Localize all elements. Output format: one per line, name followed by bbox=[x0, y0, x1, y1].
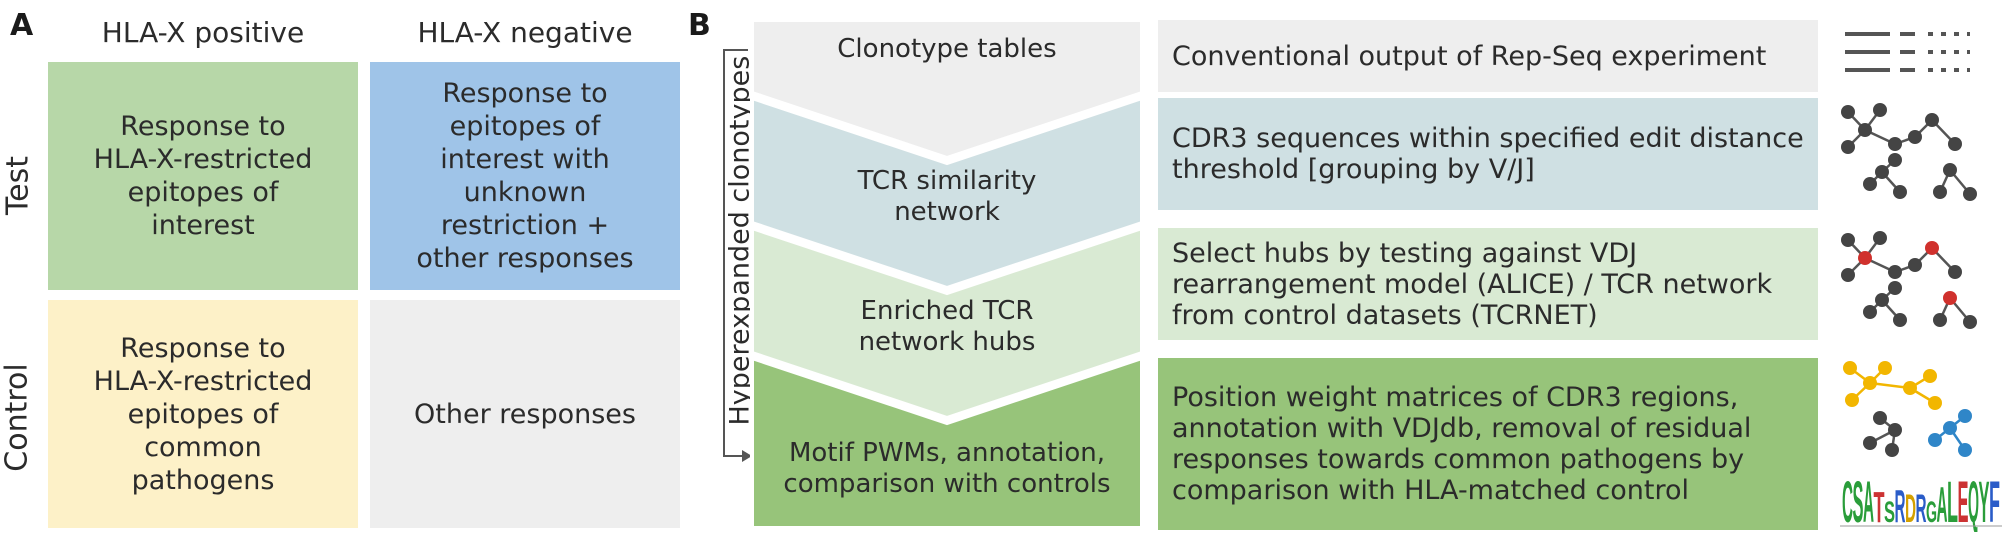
network-node bbox=[1841, 140, 1855, 154]
logo-letter: D bbox=[1905, 487, 1916, 531]
stage-chevron-motif bbox=[750, 355, 1144, 530]
network-node bbox=[1893, 313, 1907, 327]
network-node bbox=[1943, 421, 1957, 435]
network-node bbox=[1903, 381, 1917, 395]
network-node bbox=[1908, 130, 1922, 144]
logo-letter: Y bbox=[1979, 470, 1990, 532]
network-node bbox=[1925, 241, 1939, 255]
stage-label-motif: Motif PWMs, annotation, comparison with … bbox=[783, 438, 1111, 499]
network-node bbox=[1963, 187, 1977, 201]
network-node bbox=[1925, 113, 1939, 127]
network-node bbox=[1858, 123, 1872, 137]
logo-letter: R bbox=[1916, 487, 1927, 531]
logo-letter: G bbox=[1926, 496, 1937, 529]
network-node bbox=[1863, 376, 1877, 390]
stage-chevron-clonotype bbox=[750, 18, 1144, 161]
logo-letter: S bbox=[1853, 470, 1864, 532]
network-node bbox=[1888, 265, 1902, 279]
logo-letter: E bbox=[1958, 470, 1969, 532]
network-node bbox=[1858, 251, 1872, 265]
network-node bbox=[1878, 361, 1892, 375]
stage-label-clonotype: Clonotype tables bbox=[837, 34, 1057, 64]
logo-letter: L bbox=[1947, 470, 1958, 532]
cell-test-hla-positive: Response to HLA-X-restricted epitopes of… bbox=[48, 62, 358, 290]
logo-letter: F bbox=[1989, 470, 2000, 532]
network-node bbox=[1948, 265, 1962, 279]
stage-label-enriched: Enriched TCR network hubs bbox=[858, 296, 1036, 357]
logo-letter: R bbox=[1895, 480, 1906, 532]
network-node bbox=[1933, 313, 1947, 327]
network-node bbox=[1893, 185, 1907, 199]
network-node bbox=[1875, 165, 1889, 179]
side-bracket-arrow bbox=[723, 49, 752, 462]
row-header-test: Test bbox=[0, 155, 36, 216]
col-header-hla-negative: HLA-X negative bbox=[417, 16, 633, 49]
network-node bbox=[1885, 443, 1899, 457]
network-node bbox=[1963, 315, 1977, 329]
network-node bbox=[1958, 409, 1972, 423]
stage-chevron-enriched bbox=[750, 225, 1144, 421]
network-node bbox=[1928, 433, 1942, 447]
network-node bbox=[1908, 258, 1922, 272]
network-node bbox=[1863, 177, 1877, 191]
logo-letter: Q bbox=[1968, 470, 1979, 532]
network-node bbox=[1873, 231, 1887, 245]
network-node bbox=[1888, 281, 1902, 295]
logo-letter: C bbox=[1842, 470, 1853, 532]
table-lines-icon bbox=[1845, 32, 1970, 72]
cell-test-hla-negative: Response to epitopes of interest with un… bbox=[370, 62, 680, 290]
panel-a-letter: A bbox=[10, 8, 34, 43]
logo-letter: S bbox=[1884, 496, 1895, 529]
network-node bbox=[1841, 233, 1855, 247]
stage-desc-motif: Position weight matrices of CDR3 regions… bbox=[1158, 358, 1818, 530]
network-node bbox=[1958, 443, 1972, 457]
cell-control-hla-positive: Response to HLA-X-restricted epitopes of… bbox=[48, 300, 358, 528]
network-node bbox=[1888, 137, 1902, 151]
logo-letter: T bbox=[1874, 483, 1885, 532]
network-node bbox=[1863, 305, 1877, 319]
network-node bbox=[1843, 361, 1857, 375]
network-node bbox=[1873, 103, 1887, 117]
network-node bbox=[1928, 396, 1942, 410]
logo-letter: A bbox=[1937, 477, 1948, 532]
network-node bbox=[1933, 185, 1947, 199]
pipeline-chevrons bbox=[750, 18, 1144, 530]
stage-desc-similarity: CDR3 sequences within specified edit dis… bbox=[1158, 98, 1818, 210]
network-node bbox=[1923, 369, 1937, 383]
network-node bbox=[1841, 268, 1855, 282]
network-node bbox=[1873, 411, 1887, 425]
stage-chevron-similarity bbox=[750, 95, 1144, 291]
network-node bbox=[1875, 293, 1889, 307]
network-motif-icon bbox=[1843, 361, 1972, 457]
network-node bbox=[1845, 393, 1859, 407]
network-hubs-icon bbox=[1841, 231, 1977, 329]
network-node bbox=[1948, 137, 1962, 151]
panel-b-letter: B bbox=[688, 8, 711, 43]
network-node bbox=[1841, 105, 1855, 119]
row-header-control: Control bbox=[0, 363, 35, 472]
network-node bbox=[1888, 423, 1902, 437]
stage-label-similarity: TCR similarity network bbox=[857, 166, 1037, 227]
cell-control-hla-negative: Other responses bbox=[370, 300, 680, 528]
col-header-hla-positive: HLA-X positive bbox=[101, 16, 305, 49]
stage-desc-enriched: Select hubs by testing against VDJ rearr… bbox=[1158, 228, 1818, 340]
network-graph-icon bbox=[1841, 103, 1977, 201]
logo-letter: A bbox=[1863, 470, 1874, 532]
network-node bbox=[1943, 291, 1957, 305]
network-node bbox=[1943, 163, 1957, 177]
network-node bbox=[1863, 436, 1877, 450]
stage-desc-clonotype: Conventional output of Rep-Seq experimen… bbox=[1158, 20, 1818, 92]
network-node bbox=[1888, 153, 1902, 167]
